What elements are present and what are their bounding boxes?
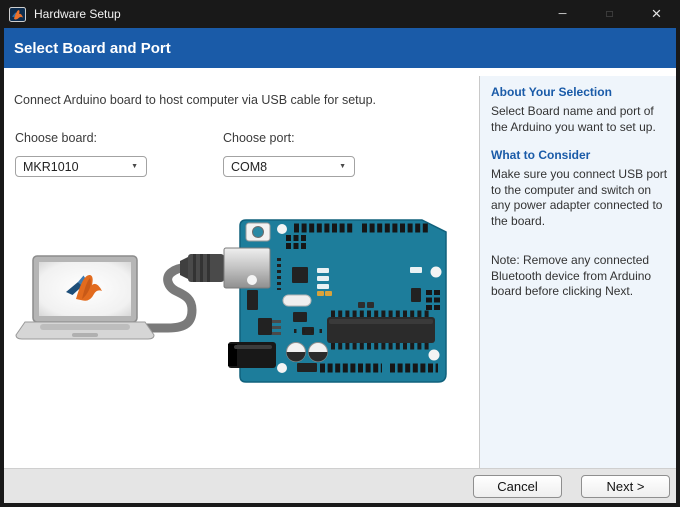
content-area: Connect Arduino board to host computer v… (4, 68, 676, 468)
help-sidebar: About Your Selection Select Board name a… (479, 76, 676, 468)
choose-board-label: Choose board: (15, 131, 98, 145)
step-header: Select Board and Port (4, 28, 676, 68)
maximize-icon: □ (606, 8, 613, 20)
main-panel: Connect Arduino board to host computer v… (4, 68, 479, 468)
usb-cable (141, 254, 224, 333)
laptop (15, 255, 155, 340)
titlebar: Hardware Setup ─ □ × (0, 0, 680, 28)
window-controls: ─ □ × (539, 0, 680, 28)
footer-bar: Cancel Next > (4, 468, 676, 503)
choose-port-label: Choose port: (223, 131, 295, 145)
maximize-button[interactable]: □ (586, 0, 633, 28)
board-dropdown[interactable]: MKR1010 ▼ (15, 156, 147, 177)
close-icon: × (651, 4, 662, 23)
page-title: Select Board and Port (14, 39, 171, 57)
matlab-logo (66, 274, 102, 301)
close-button[interactable]: × (633, 0, 680, 28)
connection-illustration (15, 219, 447, 383)
window-title: Hardware Setup (34, 7, 121, 21)
chevron-down-icon: ▼ (131, 163, 138, 170)
minimize-button[interactable]: ─ (539, 0, 586, 28)
port-dropdown-value: COM8 (231, 159, 268, 174)
minimize-icon: ─ (558, 8, 567, 20)
next-button[interactable]: Next > (581, 474, 670, 498)
what-to-consider-body: Make sure you connect USB port to the co… (491, 167, 668, 228)
arduino-board (223, 219, 447, 383)
about-selection-heading: About Your Selection (491, 85, 612, 99)
cancel-button[interactable]: Cancel (473, 474, 562, 498)
about-selection-body: Select Board name and port of the Arduin… (491, 104, 656, 134)
board-dropdown-value: MKR1010 (23, 159, 79, 174)
chevron-down-icon: ▼ (339, 163, 346, 170)
matlab-app-icon (9, 6, 26, 22)
port-dropdown[interactable]: COM8 ▼ (223, 156, 355, 177)
bluetooth-note: Note: Remove any connected Bluetooth dev… (491, 253, 652, 298)
intro-text: Connect Arduino board to host computer v… (14, 93, 377, 107)
what-to-consider-heading: What to Consider (491, 148, 591, 162)
